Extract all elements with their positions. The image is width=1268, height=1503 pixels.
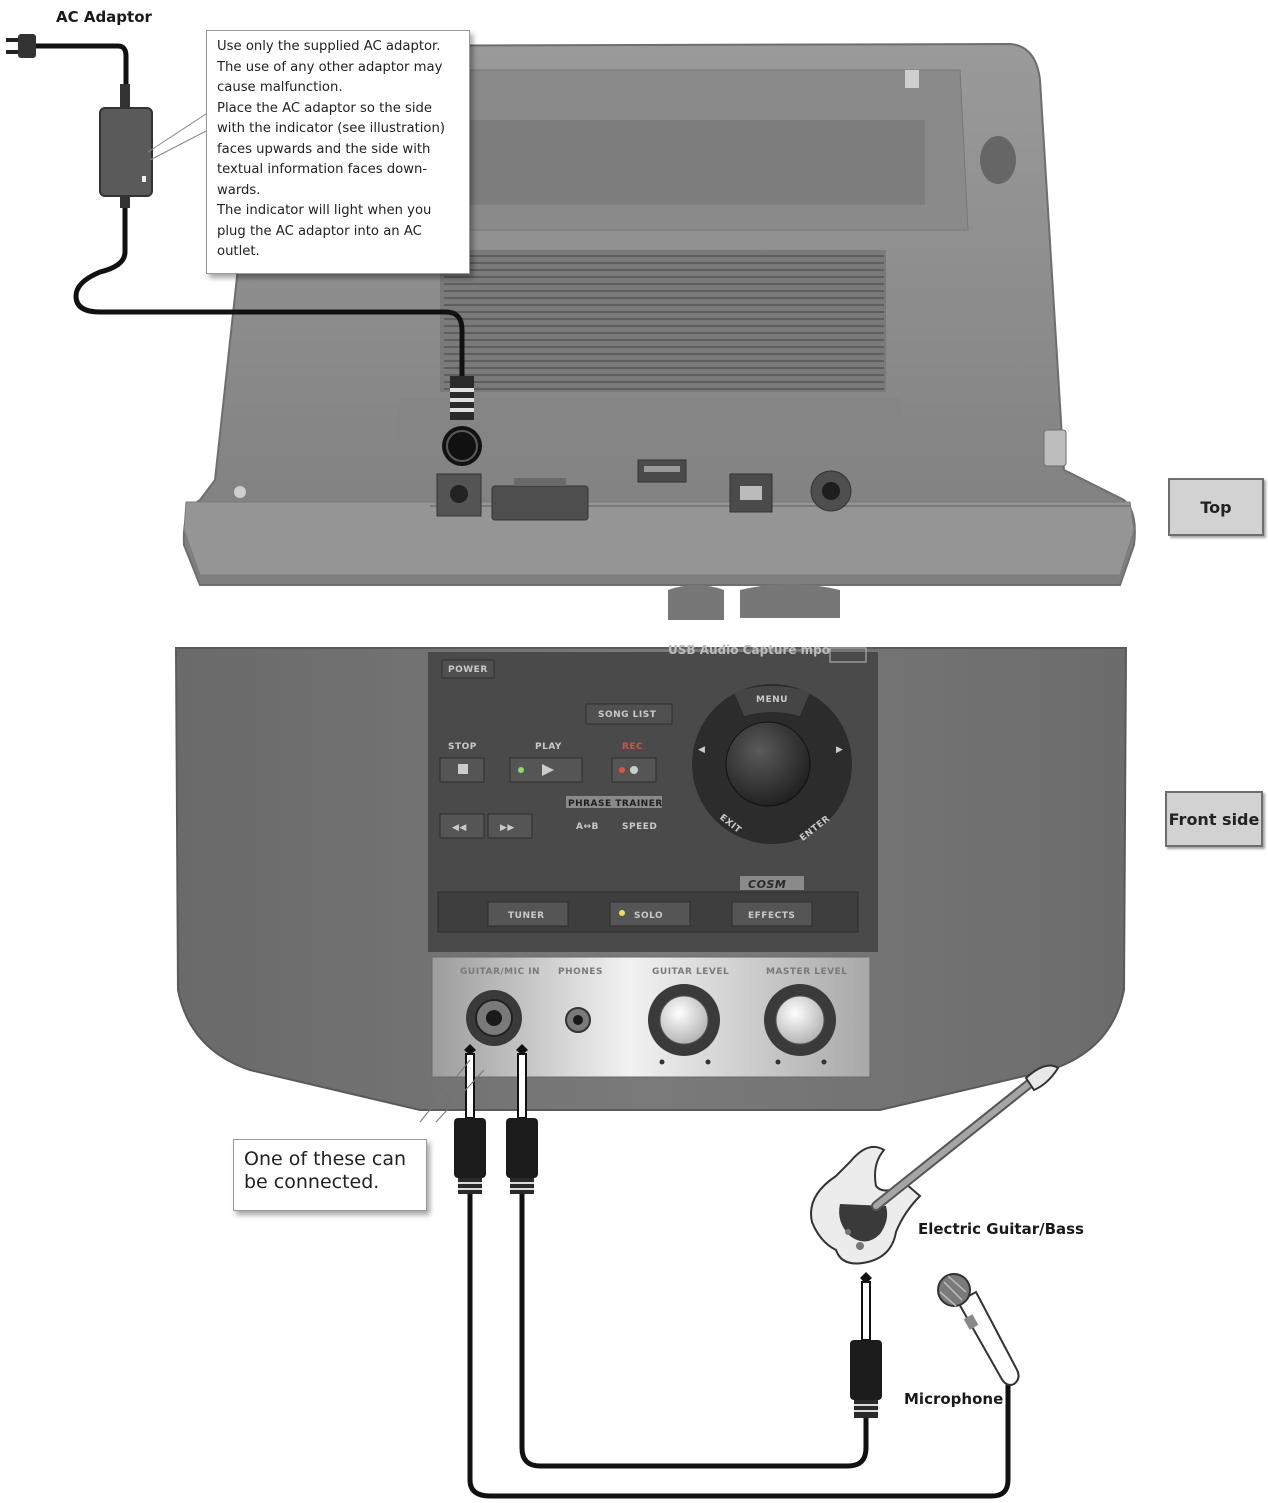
ac-callout-line: Place the AC adaptor so the side <box>217 99 469 120</box>
electric-guitar-label: Electric Guitar/Bass <box>918 1220 1084 1238</box>
front-side-label: Front side <box>1165 791 1263 847</box>
rec-label: REC <box>622 742 643 752</box>
speed-label: SPEED <box>622 822 657 832</box>
svg-text:USB Audio Capture mpo: USB Audio Capture mpo <box>668 643 830 657</box>
power-button-label: POWER <box>448 665 488 675</box>
song-list-button-label: SONG LIST <box>598 710 657 720</box>
play-label: PLAY <box>535 742 562 752</box>
stop-label: STOP <box>448 742 477 752</box>
menu-label: MENU <box>756 695 788 705</box>
ac-callout-line: with the indicator (see illustration) <box>217 119 469 140</box>
guitar-mic-in-label: GUITAR/MIC IN <box>460 967 540 977</box>
ac-callout-line: cause malfunction. <box>217 78 469 99</box>
microphone-label: Microphone <box>904 1390 1003 1408</box>
ac-callout-line: faces upwards and the side with <box>217 140 469 161</box>
ac-adaptor-label: AC Adaptor <box>56 8 152 26</box>
ac-adaptor-callout: Use only the supplied AC adaptor. The us… <box>206 30 470 274</box>
ac-callout-line: plug the AC adaptor into an AC <box>217 222 469 243</box>
ab-repeat-label: A↔B <box>576 822 599 832</box>
guitar-level-label: GUITAR LEVEL <box>652 967 729 977</box>
solo-label: SOLO <box>634 911 663 921</box>
guitar-cable-plug <box>850 1272 882 1418</box>
ac-callout-line: Use only the supplied AC adaptor. <box>217 37 469 58</box>
ac-callout-line: outlet. <box>217 242 469 263</box>
phones-label: PHONES <box>558 967 603 977</box>
connect-callout: One of these can be connected. <box>233 1139 427 1211</box>
connect-callout-line: One of these can <box>244 1148 426 1171</box>
input-cables <box>420 1044 1008 1496</box>
cosm-logo: COSM <box>748 878 786 891</box>
left-arrow-icon: ◀ <box>698 745 705 755</box>
adaptor-indicator-icon <box>142 176 146 182</box>
ac-callout-line: The use of any other adaptor may <box>217 58 469 79</box>
connect-callout-line: be connected. <box>244 1171 426 1194</box>
effects-label: EFFECTS <box>748 911 795 921</box>
top-view-label: Top <box>1168 478 1264 536</box>
svg-text:▶▶: ▶▶ <box>500 823 515 833</box>
phrase-trainer-label: PHRASE TRAINER <box>568 799 663 809</box>
menu-dial-cluster: MENU ◀ ▶ EXIT ENTER <box>692 684 852 844</box>
svg-text:◀◀: ◀◀ <box>452 823 467 833</box>
microphone-icon <box>938 1274 1019 1385</box>
tuner-label: TUNER <box>508 911 545 921</box>
sd-card-slot <box>492 486 588 520</box>
right-arrow-icon: ▶ <box>836 745 843 755</box>
adaptor-body <box>100 108 152 196</box>
menu-dial <box>726 722 810 806</box>
plug-prong-icon <box>6 38 18 42</box>
ac-callout-line: The indicator will light when you <box>217 201 469 222</box>
device-front-view: POWER SONG LIST STOP PLAY REC PHRASE TRA… <box>176 643 1126 1110</box>
master-level-label: MASTER LEVEL <box>766 967 848 977</box>
ac-callout-line: textual information faces down- <box>217 160 469 181</box>
ac-callout-line: wards. <box>217 181 469 202</box>
